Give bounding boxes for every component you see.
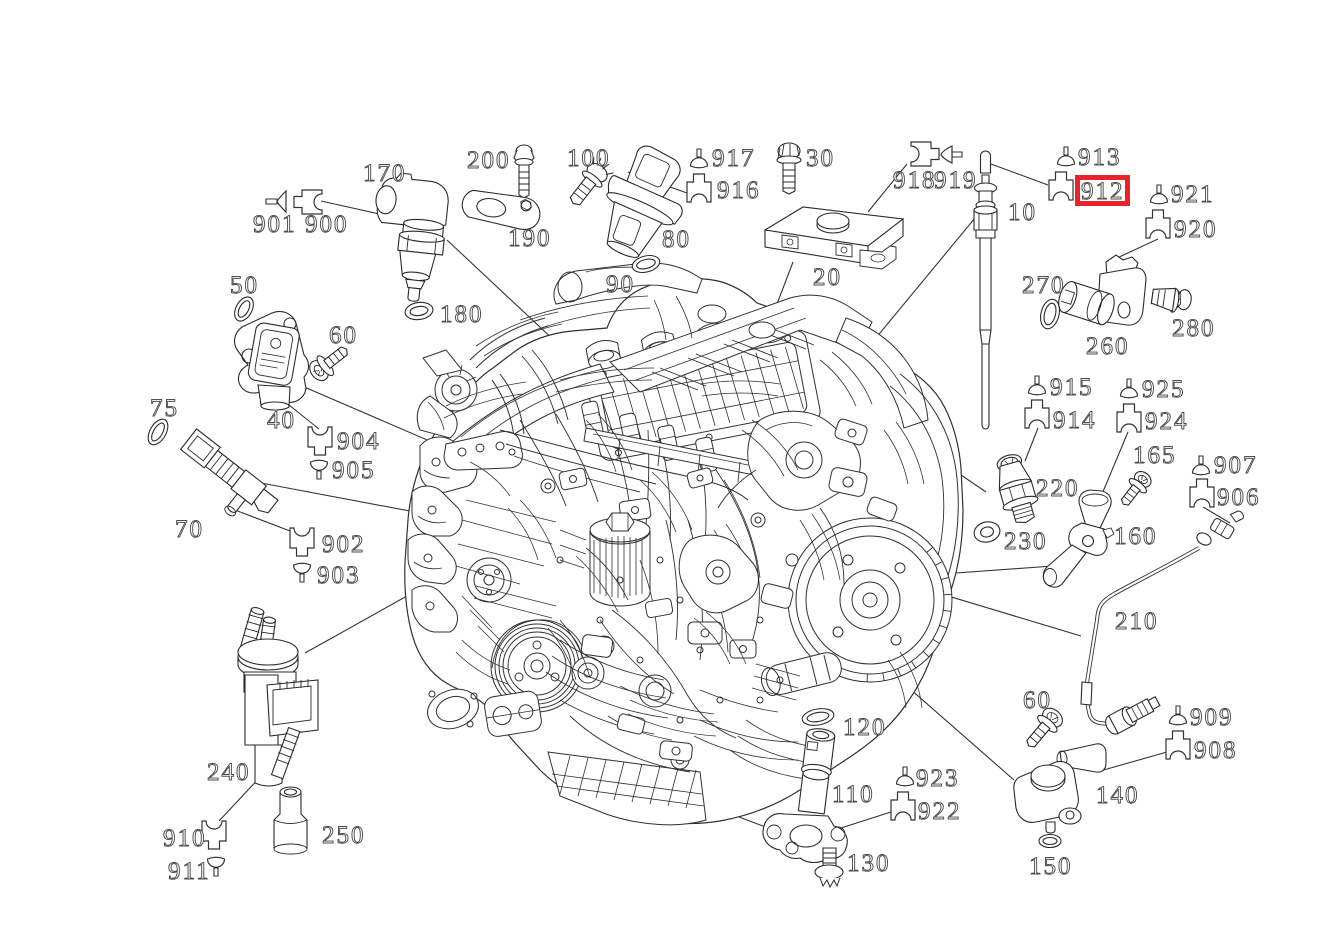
svg-text:925: 925 bbox=[1142, 376, 1186, 403]
svg-text:917: 917 bbox=[712, 145, 756, 172]
svg-text:240: 240 bbox=[207, 759, 251, 786]
svg-text:280: 280 bbox=[1172, 315, 1216, 342]
svg-text:230: 230 bbox=[1004, 528, 1048, 555]
svg-text:210: 210 bbox=[1115, 608, 1159, 635]
svg-text:200: 200 bbox=[467, 147, 511, 174]
svg-text:10: 10 bbox=[1008, 199, 1037, 226]
svg-text:923: 923 bbox=[916, 765, 960, 792]
svg-text:110: 110 bbox=[832, 781, 875, 808]
svg-text:250: 250 bbox=[322, 822, 366, 849]
svg-text:150: 150 bbox=[1029, 853, 1073, 880]
svg-text:40: 40 bbox=[267, 407, 296, 434]
svg-text:270: 270 bbox=[1022, 272, 1066, 299]
svg-text:908: 908 bbox=[1194, 737, 1238, 764]
svg-text:220: 220 bbox=[1036, 475, 1080, 502]
svg-text:20: 20 bbox=[813, 264, 842, 291]
svg-text:914: 914 bbox=[1053, 407, 1097, 434]
svg-text:180: 180 bbox=[440, 301, 484, 328]
svg-text:60: 60 bbox=[1023, 687, 1052, 714]
svg-text:80: 80 bbox=[662, 226, 691, 253]
svg-text:260: 260 bbox=[1086, 333, 1130, 360]
svg-text:919: 919 bbox=[934, 167, 978, 194]
svg-text:190: 190 bbox=[508, 225, 552, 252]
svg-text:100: 100 bbox=[567, 145, 611, 172]
svg-text:904: 904 bbox=[337, 428, 381, 455]
svg-text:907: 907 bbox=[1214, 452, 1258, 479]
svg-text:911: 911 bbox=[168, 858, 211, 885]
svg-text:903: 903 bbox=[317, 562, 361, 589]
svg-text:130: 130 bbox=[847, 850, 891, 877]
svg-text:912: 912 bbox=[1081, 178, 1125, 205]
svg-text:918: 918 bbox=[893, 167, 937, 194]
svg-text:90: 90 bbox=[606, 271, 635, 298]
svg-text:902: 902 bbox=[322, 531, 366, 558]
svg-text:905: 905 bbox=[332, 457, 376, 484]
svg-text:165: 165 bbox=[1133, 442, 1177, 469]
svg-text:170: 170 bbox=[363, 160, 407, 187]
svg-text:900: 900 bbox=[305, 211, 349, 238]
svg-text:921: 921 bbox=[1171, 181, 1215, 208]
svg-text:160: 160 bbox=[1114, 523, 1158, 550]
svg-text:910: 910 bbox=[163, 825, 207, 852]
svg-text:916: 916 bbox=[717, 177, 761, 204]
svg-text:50: 50 bbox=[230, 272, 259, 299]
svg-text:920: 920 bbox=[1174, 216, 1218, 243]
svg-text:70: 70 bbox=[175, 516, 204, 543]
svg-text:30: 30 bbox=[806, 145, 835, 172]
svg-text:120: 120 bbox=[843, 714, 887, 741]
svg-text:140: 140 bbox=[1096, 782, 1140, 809]
svg-text:60: 60 bbox=[329, 322, 358, 349]
svg-text:915: 915 bbox=[1050, 374, 1094, 401]
svg-text:922: 922 bbox=[918, 798, 962, 825]
svg-text:901: 901 bbox=[253, 211, 297, 238]
svg-text:909: 909 bbox=[1190, 704, 1234, 731]
svg-text:913: 913 bbox=[1078, 144, 1122, 171]
svg-text:906: 906 bbox=[1217, 484, 1261, 511]
svg-text:75: 75 bbox=[150, 395, 179, 422]
svg-text:924: 924 bbox=[1145, 408, 1189, 435]
